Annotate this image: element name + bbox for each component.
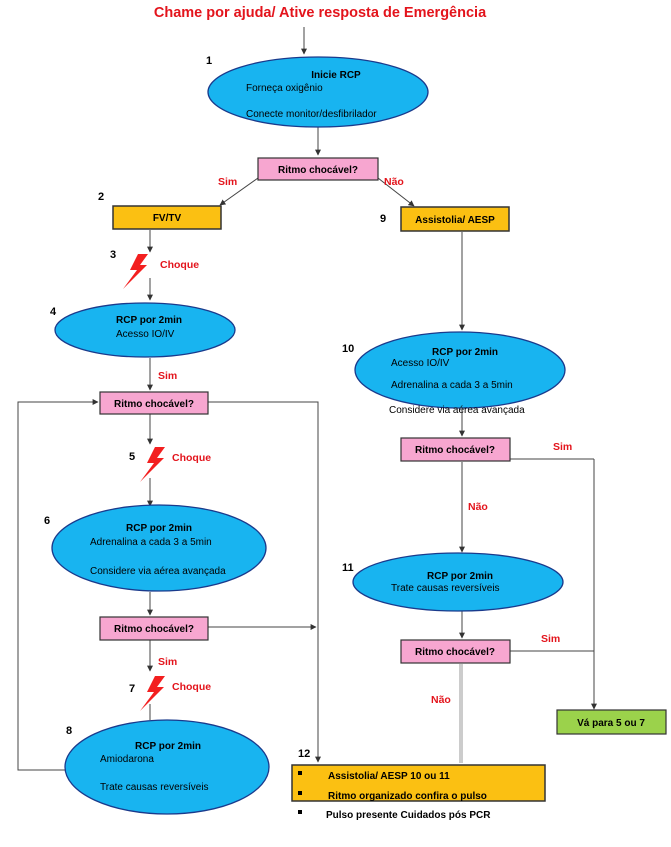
lightning-icon-7 [140, 676, 165, 711]
decision-left-2-label: Ritmo chocável? [114, 624, 194, 635]
step-number-7: 7 [129, 683, 135, 695]
box-12 [291, 764, 546, 802]
oval6-line1: Adrenalina a cada 3 a 5min [90, 537, 212, 548]
oval-cpr-11 [352, 552, 564, 612]
oval8-line1: Amiodarona [100, 754, 154, 765]
oval6-title: RCP por 2min [126, 523, 192, 534]
box-fvtv [112, 205, 222, 230]
oval4-line1: Acesso IO/IV [116, 329, 175, 340]
bullet-icon-3 [298, 810, 302, 814]
step-number-10: 10 [342, 343, 354, 355]
step-number-12: 12 [298, 748, 310, 760]
yes-label-4: Sim [158, 370, 177, 382]
box-assistolia [400, 206, 510, 232]
decision-top [257, 157, 379, 181]
lightning-icon-5 [140, 447, 165, 482]
box12-item1: Assistolia/ AESP 10 ou 11 [328, 771, 450, 782]
step-number-1: 1 [206, 55, 212, 67]
oval11-title: RCP por 2min [427, 571, 493, 582]
oval8-title: RCP por 2min [135, 741, 201, 752]
box12-item2: Ritmo organizado confira o pulso [328, 791, 487, 802]
lightning-icon-3 [123, 254, 148, 289]
decision-left-1-label: Ritmo chocável? [114, 399, 194, 410]
step-number-4: 4 [50, 306, 57, 318]
step-number-9: 9 [380, 213, 386, 225]
step-number-11: 11 [342, 562, 354, 574]
oval11-line1: Trate causas reversíveis [391, 583, 500, 594]
oval6-line2: Considere via aérea avançada [90, 566, 226, 577]
shock-label-5: Choque [172, 452, 211, 464]
oval4-title: RCP por 2min [116, 315, 182, 326]
oval-start-cpr [207, 56, 429, 128]
arrow-decision-yes [219, 177, 259, 206]
step-number-6: 6 [44, 515, 50, 527]
oval-cpr-8 [64, 719, 270, 815]
decision-right-2 [400, 639, 511, 664]
oval10-title: RCP por 2min [432, 347, 498, 358]
no-label-right-2: Não [431, 694, 451, 706]
decision-right-1-label: Ritmo chocável? [415, 445, 495, 456]
oval1-line1: Forneça oxigênio [246, 83, 323, 94]
decision-right-2-label: Ritmo chocável? [415, 647, 495, 658]
oval1-line2: Conecte monitor/desfibrilador [246, 109, 377, 120]
shock-label-7: Choque [172, 681, 211, 693]
yes-label-7: Sim [158, 656, 177, 668]
box-assistolia-label: Assistolia/ AESP [415, 215, 495, 226]
box-go-to-5-or-7 [556, 709, 667, 735]
step-number-2: 2 [98, 191, 104, 203]
oval-cpr-6 [51, 504, 267, 592]
box12-item3: Pulso presente Cuidados pós PCR [326, 810, 491, 821]
oval-cpr-4 [54, 302, 236, 358]
decision-left-2 [99, 616, 209, 641]
decision-right-1 [400, 437, 511, 462]
arrow-no-to-box12 [208, 401, 321, 763]
step-number-3: 3 [110, 249, 116, 261]
oval1-title: Inicie RCP [311, 70, 361, 81]
oval10-line1: Acesso IO/IV [391, 358, 450, 369]
yes-label-right-2: Sim [541, 633, 560, 645]
no-label-top: Não [384, 176, 404, 188]
arrow-loop-back [17, 399, 99, 771]
bullet-icon-2 [298, 791, 302, 795]
oval8-line2: Trate causas reversíveis [100, 782, 209, 793]
yes-label-top: Sim [218, 176, 237, 188]
yes-label-right-1: Sim [553, 441, 572, 453]
shock-label-3: Choque [160, 259, 199, 271]
arrow-decision-no [377, 177, 415, 207]
bullet-icon-1 [298, 771, 302, 775]
no-label-right-1: Não [468, 501, 488, 513]
decision-top-label: Ritmo chocável? [278, 165, 358, 176]
decision-left-1 [99, 391, 209, 415]
diagram-title: Chame por ajuda/ Ative resposta de Emerg… [154, 5, 487, 21]
oval-cpr-10 [354, 331, 566, 409]
oval10-line2: Adrenalina a cada 3 a 5min [391, 380, 513, 391]
box-final-label: Vá para 5 ou 7 [577, 718, 645, 729]
step-number-5: 5 [129, 451, 135, 463]
box-fvtv-label: FV/TV [153, 213, 182, 224]
oval10-line3: Considere via aérea avançada [389, 405, 525, 416]
step-number-8: 8 [66, 725, 72, 737]
